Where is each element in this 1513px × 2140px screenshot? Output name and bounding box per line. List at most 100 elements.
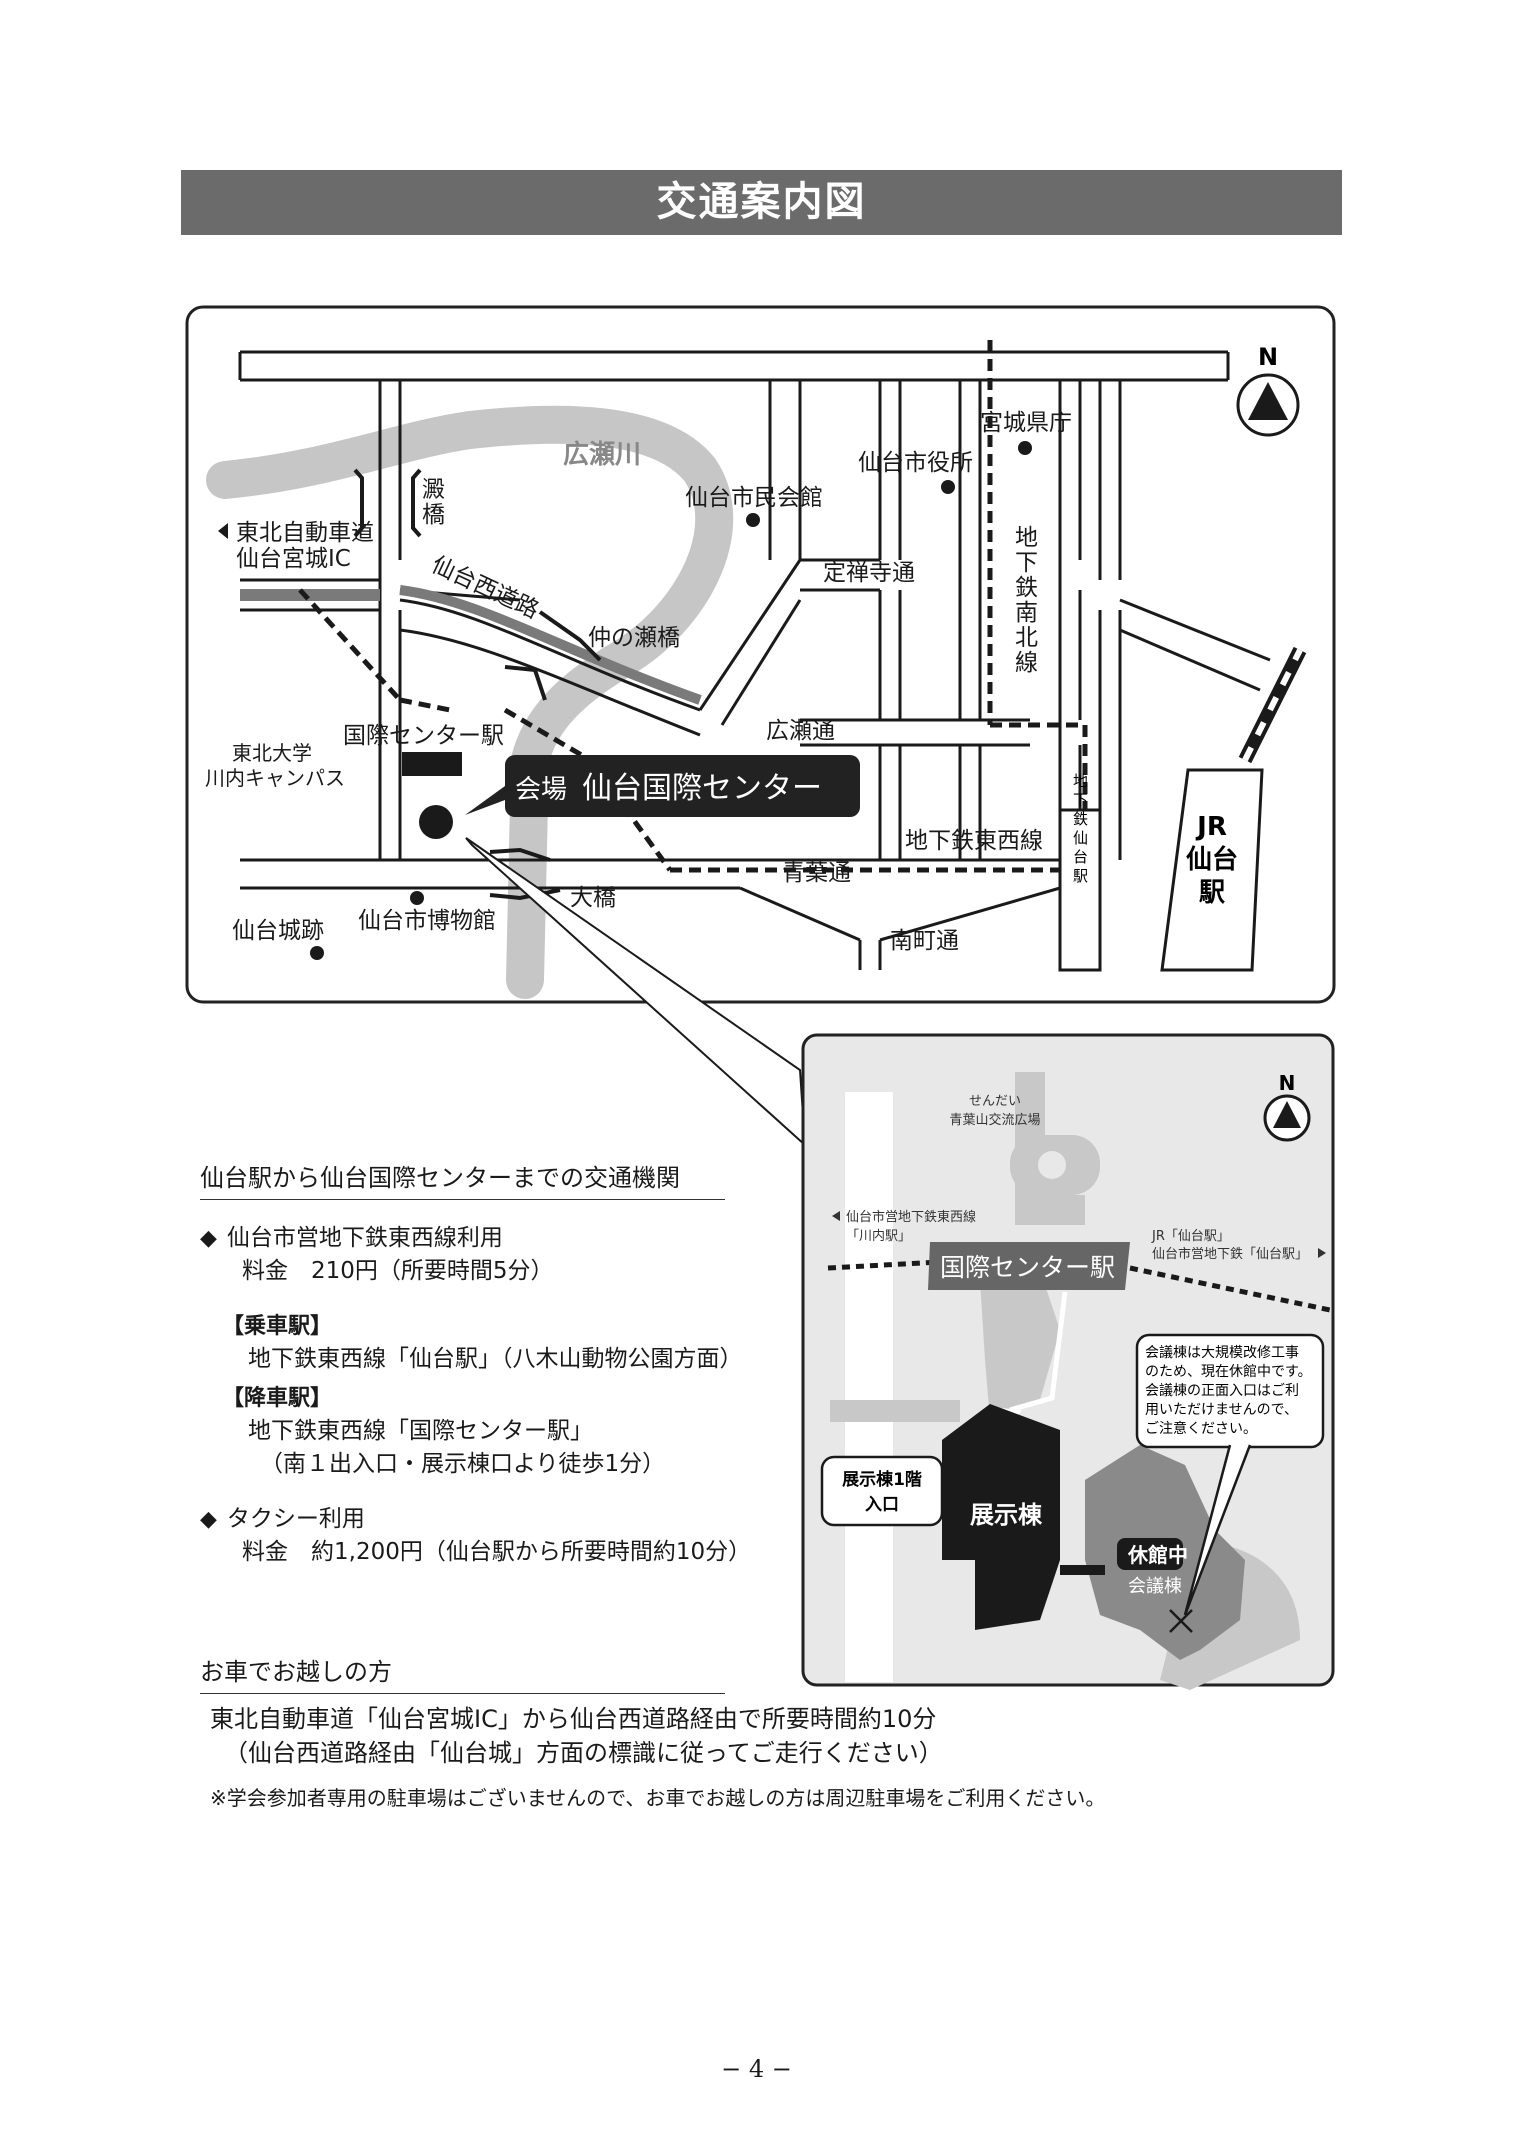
river-hirose — [206, 405, 734, 999]
jozenji-label: 定禅寺通 — [823, 560, 915, 586]
taxi-block: ◆ タクシー利用 料金 約1,200円（仙台駅から所要時間約10分） — [200, 1503, 751, 1569]
to-kawauchi-label-1: 仙台市営地下鉄東西線 — [846, 1209, 976, 1225]
hisaihashi-label-a: 澱 — [422, 477, 445, 503]
namboku-line-label: 南 — [1015, 600, 1038, 626]
board-detail: 地下鉄東西線「仙台駅」（八木山動物公園方面） — [248, 1346, 743, 1372]
access-heading: 仙台駅から仙台国際センターまでの交通機関 — [200, 1158, 725, 1200]
notice-line: 会議棟は大規模改修工事 — [1145, 1344, 1299, 1361]
kokusai-station-label: 国際センター駅 — [343, 723, 504, 749]
road-network — [238, 350, 1271, 970]
alight-walk: （南１出入口・展示棟口より徒歩1分） — [260, 1451, 666, 1477]
subway-title: 仙台市営地下鉄東西線利用 — [226, 1225, 503, 1251]
namboku-line-label: 地 — [1015, 525, 1038, 551]
jr-label-3: 駅 — [1199, 878, 1225, 908]
subway-sendai-station-label: 地下鉄仙台駅 — [1071, 773, 1089, 887]
notice-line: 用いただけませんので、 — [1145, 1402, 1298, 1418]
expressway-label: 東北自動車道 — [236, 520, 374, 546]
minamimachi-label: 南町通 — [890, 928, 959, 954]
notice-callout — [1135, 1333, 1325, 1616]
kokusai-station-mark — [402, 752, 462, 776]
venue-dot — [419, 805, 453, 839]
namboku-line-label: 鉄 — [1015, 575, 1038, 601]
civic-auditorium-dot — [746, 513, 760, 527]
notice-line: ご注意ください。 — [1145, 1420, 1257, 1437]
taxi-title: タクシー利用 — [226, 1506, 365, 1532]
north-label: N — [1258, 343, 1278, 371]
city-hall-dot — [941, 480, 955, 494]
inset-walk-route — [1009, 1291, 1068, 1413]
castle-label: 仙台城跡 — [232, 918, 324, 944]
aoba-dori-label: 青葉通 — [782, 860, 851, 886]
plaza-label-2: 青葉山交流広場 — [949, 1112, 1040, 1128]
parking-note: ※学会参加者専用の駐車場はございませんので、お車でお越しの方は周辺駐車場をご利用… — [210, 1786, 1106, 1810]
car-line-2: （仙台西道路経由「仙台城」方面の標識に従ってご走行ください） — [224, 1739, 943, 1767]
page-number: − 4 − — [721, 2055, 792, 2083]
diamond-bullet-icon: ◆ — [200, 1226, 217, 1251]
river-label: 広瀬川 — [563, 439, 641, 470]
to-kawauchi-label-2: 「川内駅」 — [846, 1228, 911, 1244]
notice-line: 会議棟の正面入口はご利 — [1145, 1382, 1299, 1399]
namboku-line-label: 線 — [1015, 650, 1038, 676]
inset-station-label: 国際センター駅 — [940, 1253, 1115, 1282]
civic-auditorium-label: 仙台市民会館 — [685, 485, 823, 511]
tozai-line-label: 地下鉄東西線 — [905, 828, 1043, 854]
plaza-inner — [1038, 1151, 1066, 1179]
subway-block: ◆ 仙台市営地下鉄東西線利用 料金 210円（所要時間5分） — [200, 1222, 554, 1288]
conference-hall-label: 会議棟 — [1128, 1576, 1182, 1597]
jr-sendai-station: JR 仙台 駅 — [1160, 768, 1264, 972]
notice-line: のため、現在休館中です。 — [1145, 1363, 1312, 1380]
venue-callout: 会場 仙台国際センター — [465, 755, 860, 817]
bridge-marks — [353, 468, 602, 901]
subway-sendai-station: 地下鉄仙台駅 — [1058, 773, 1102, 972]
jr-label-2: 仙台 — [1186, 844, 1238, 875]
jr-line — [1238, 646, 1307, 764]
station-block: 【乗車駅】 地下鉄東西線「仙台駅」（八木山動物公園方面） 【降車駅】 地下鉄東西… — [200, 1310, 743, 1481]
north-arrow-inset: N — [1263, 1071, 1311, 1142]
jr-label-1: JR — [1195, 812, 1227, 842]
entrance-label-1: 展示棟1階 — [842, 1469, 922, 1490]
entrance-label-2: 入口 — [865, 1495, 899, 1515]
museum-label: 仙台市博物館 — [358, 908, 496, 934]
namboku-line-label: 北 — [1015, 625, 1038, 651]
ic-label: 仙台宮城IC — [236, 546, 351, 572]
diamond-bullet-icon: ◆ — [200, 1507, 217, 1532]
tohoku-univ-label-2: 川内キャンパス — [205, 766, 345, 790]
pref-office-label: 宮城県庁 — [980, 410, 1072, 436]
nakanose-label: 仲の瀬橋 — [588, 625, 680, 651]
inset-north-label: N — [1279, 1071, 1296, 1095]
page-title: 交通案内図 — [181, 170, 1342, 235]
exhibition-hall-building — [942, 1404, 1060, 1630]
plaza-label-1: せんだい — [969, 1094, 1021, 1109]
alight-detail: 地下鉄東西線「国際センター駅」 — [248, 1418, 593, 1444]
to-sendai-label-2: 仙台市営地下鉄「仙台駅」 — [1152, 1246, 1308, 1262]
sendai-nishi-road-band — [240, 585, 702, 705]
tohoku-univ-label-1: 東北大学 — [232, 741, 312, 765]
hirose-dori-label: 広瀬通 — [766, 718, 835, 744]
entrance-x-mark — [1169, 1609, 1193, 1633]
to-sendai-label-1: JR「仙台駅」 — [1151, 1229, 1230, 1244]
north-arrow-main: N — [1236, 343, 1300, 437]
closed-badge-label: 休館中 — [1127, 1543, 1188, 1567]
venue-prefix: 会場 — [515, 775, 567, 805]
car-line-1: 東北自動車道「仙台宮城IC」から仙台西道路経由で所要時間約10分 — [210, 1705, 937, 1733]
access-map: JR 仙台 駅 地下鉄仙台駅 会場 仙台国際センター N 広瀬川 東北自動車道 … — [185, 305, 1336, 1690]
entrance-callout: 展示棟1階 入口 — [820, 1455, 944, 1527]
board-label: 【乗車駅】 — [222, 1314, 333, 1339]
main-map-frame — [185, 305, 1336, 1004]
closed-badge — [1117, 1538, 1183, 1570]
ohashi-label: 大橋 — [570, 885, 616, 911]
inset-station-tag — [928, 1242, 1130, 1290]
notice-text: 会議棟は大規模改修工事 のため、現在休館中です。 会議棟の正面入口はご利 用いた… — [1145, 1344, 1312, 1437]
car-heading: お車でお越しの方 — [200, 1652, 725, 1694]
taxi-fare: 料金 約1,200円（仙台駅から所要時間約10分） — [242, 1539, 752, 1565]
alight-label: 【降車駅】 — [222, 1386, 333, 1411]
castle-dot — [310, 946, 324, 960]
venue-name: 仙台国際センター — [582, 771, 822, 806]
namboku-line-label: 下 — [1015, 550, 1038, 576]
inset-subway-line — [827, 1259, 1331, 1313]
inset-road-strip — [845, 1092, 893, 1682]
city-hall-label: 仙台市役所 — [858, 450, 973, 476]
subway-fare: 料金 210円（所要時間5分） — [242, 1258, 554, 1284]
inset-labels: せんだい 青葉山交流広場 仙台市営地下鉄東西線 「川内駅」 JR「仙台駅」 仙台… — [832, 1094, 1326, 1262]
museum-dot — [410, 891, 424, 905]
